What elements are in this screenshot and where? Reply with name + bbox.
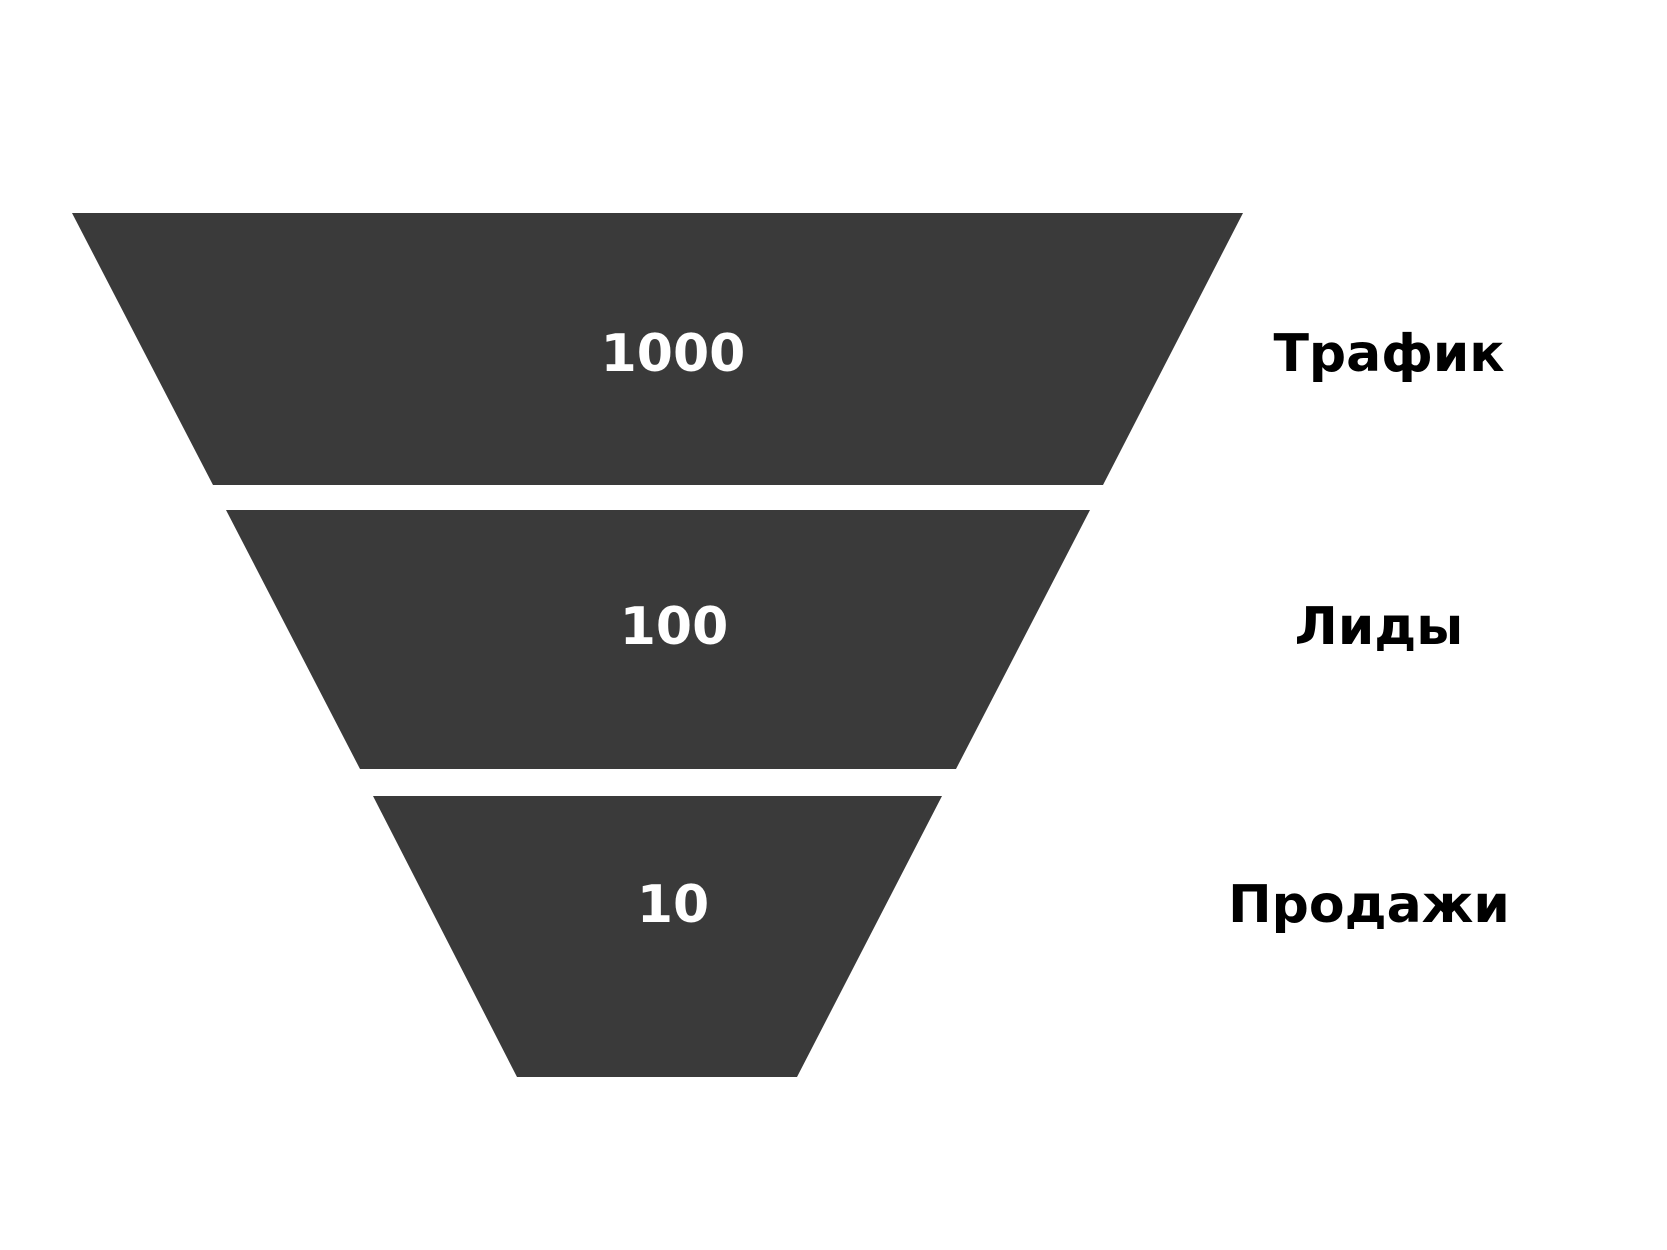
- stage-label-sales: Продажи: [1228, 875, 1510, 935]
- funnel-stage-leads: 100 Лиды: [226, 510, 1463, 769]
- stage-value-leads: 100: [620, 597, 729, 657]
- stage-value-traffic: 1000: [601, 324, 746, 384]
- funnel-segment-leads: [226, 510, 1090, 769]
- funnel-segment-sales: [373, 796, 942, 1077]
- stage-value-sales: 10: [637, 875, 709, 935]
- funnel-stage-sales: 10 Продажи: [373, 796, 1510, 1077]
- funnel-segment-traffic: [72, 213, 1243, 485]
- stage-label-traffic: Трафик: [1273, 324, 1504, 384]
- funnel-stage-traffic: 1000 Трафик: [72, 213, 1505, 485]
- stage-label-leads: Лиды: [1295, 597, 1464, 657]
